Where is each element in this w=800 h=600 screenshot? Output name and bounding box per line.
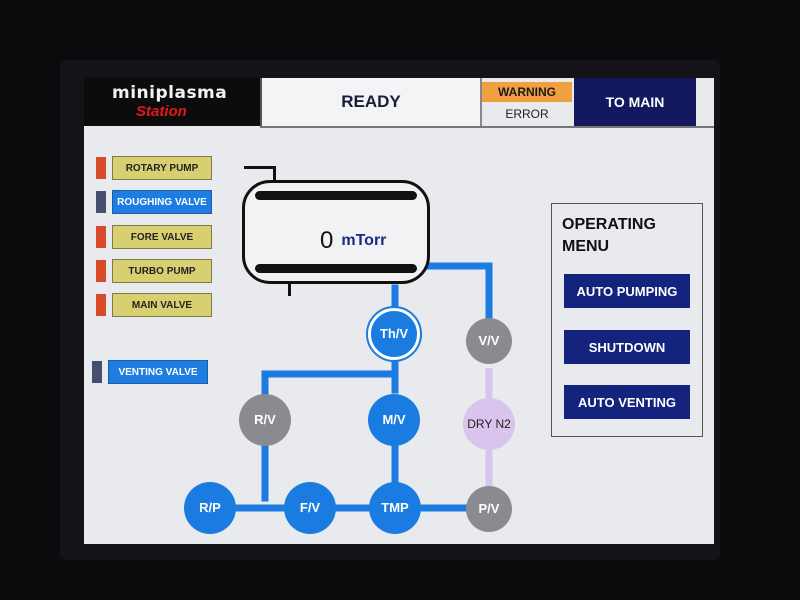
turbo-pump-node[interactable]: TMP <box>369 482 421 534</box>
dry-n2-node[interactable]: DRY N2 <box>463 398 515 450</box>
header-bar: miniplasma Station READY WARNING ERROR T… <box>84 78 714 128</box>
chamber-bottom-electrode <box>255 264 417 273</box>
chamber-support <box>288 282 291 296</box>
fore-valve-button[interactable]: FORE VALVE <box>112 225 212 249</box>
rotary-pump-node[interactable]: R/P <box>184 482 236 534</box>
turbo-pump-button[interactable]: TURBO PUMP <box>112 259 212 283</box>
valve-row-fore-valve: FORE VALVE <box>96 225 216 249</box>
operating-menu-title: OPERATING MENU <box>562 216 656 255</box>
warning-indicator[interactable]: WARNING <box>482 82 572 102</box>
roughing-valve-node[interactable]: R/V <box>239 394 291 446</box>
auto-venting-button[interactable]: AUTO VENTING <box>564 385 690 419</box>
logo: miniplasma Station <box>84 78 262 126</box>
auto-pumping-button[interactable]: AUTO PUMPING <box>564 274 690 308</box>
valve-row-main-valve: MAIN VALVE <box>96 293 216 317</box>
main-valve-button[interactable]: MAIN VALVE <box>112 293 212 317</box>
valve-row-rotary-pump: ROTARY PUMP <box>96 156 216 180</box>
fore-valve-node[interactable]: F/V <box>284 482 336 534</box>
venting-valve-indicator <box>92 361 102 383</box>
to-main-button[interactable]: TO MAIN <box>574 78 696 126</box>
main-valve-indicator <box>96 294 106 316</box>
valve-row-turbo-pump: TURBO PUMP <box>96 259 216 283</box>
shutdown-button[interactable]: SHUTDOWN <box>564 330 690 364</box>
pressure-value: 0 <box>320 227 334 254</box>
throttle-valve-node[interactable]: Th/V <box>366 306 422 362</box>
vacuum-chamber <box>242 180 430 284</box>
header-divider <box>260 126 714 128</box>
pressure-readout: 0 mTorr <box>320 226 410 256</box>
purge-valve-node[interactable]: P/V <box>466 486 512 532</box>
error-indicator[interactable]: ERROR <box>505 107 549 121</box>
logo-subtext: Station <box>136 103 187 120</box>
chamber-top-electrode <box>255 191 417 200</box>
turbo-pump-indicator <box>96 260 106 282</box>
roughing-valve-button[interactable]: ROUGHING VALVE <box>112 190 212 214</box>
vent-valve-node[interactable]: V/V <box>466 318 512 364</box>
chamber-inlet-pipe <box>244 166 276 184</box>
rotary-pump-button[interactable]: ROTARY PUMP <box>112 156 212 180</box>
venting-valve-button[interactable]: VENTING VALVE <box>108 360 208 384</box>
logo-text: miniplasma <box>112 83 228 103</box>
valve-row-roughing-valve: ROUGHING VALVE <box>96 190 216 214</box>
main-valve-node[interactable]: M/V <box>368 394 420 446</box>
operating-menu: OPERATING MENU AUTO PUMPING SHUTDOWN AUT… <box>551 203 703 437</box>
rotary-pump-indicator <box>96 157 106 179</box>
roughing-valve-indicator <box>96 191 106 213</box>
fore-valve-indicator <box>96 226 106 248</box>
hmi-screen: miniplasma Station READY WARNING ERROR T… <box>84 78 714 544</box>
pressure-unit: mTorr <box>341 232 387 249</box>
valve-row-venting-valve: VENTING VALVE <box>92 360 216 384</box>
status-display: READY <box>262 78 482 126</box>
